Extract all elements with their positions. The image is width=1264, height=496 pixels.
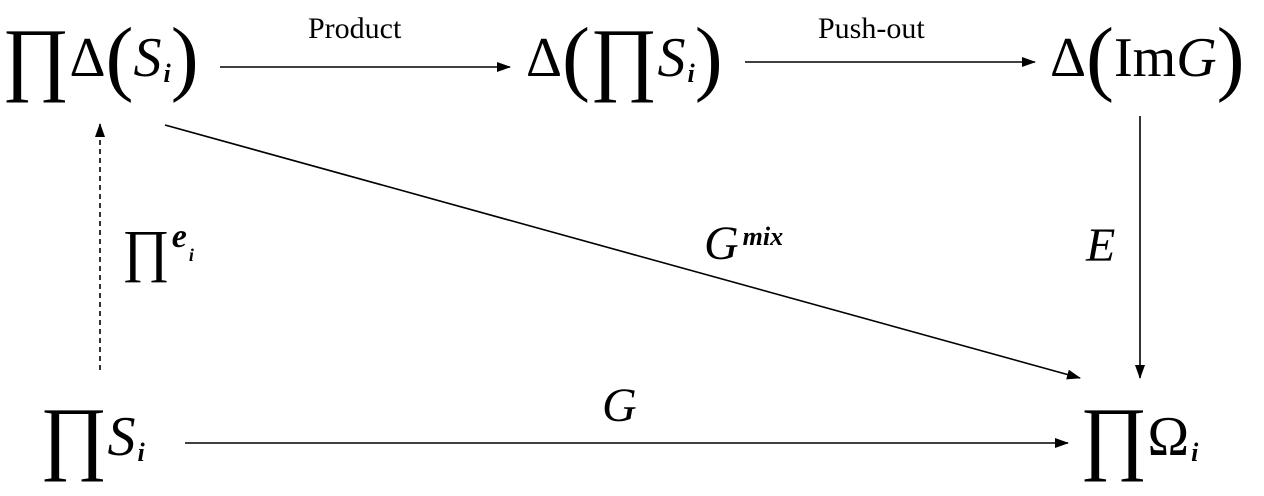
g-mix-superscript: mix xyxy=(742,222,784,251)
g-mix-arrow xyxy=(164,124,1081,380)
set-symbol: S xyxy=(133,27,162,89)
index-symbol: i xyxy=(687,59,695,88)
e-map-label: E xyxy=(1086,219,1116,272)
open-paren: ( xyxy=(105,11,134,104)
delta-symbol: Δ xyxy=(526,27,563,89)
node-top-left: ∏Δ(Si) xyxy=(2,16,199,100)
product-symbol: ∏ xyxy=(122,218,170,283)
node-top-right: Δ(ImG) xyxy=(1050,16,1245,100)
map-symbol: G xyxy=(1176,27,1217,89)
set-symbol: S xyxy=(657,27,686,89)
close-paren: ) xyxy=(170,11,199,104)
delta-symbol: Δ xyxy=(69,27,106,89)
g-map-label: G xyxy=(602,379,637,432)
index-symbol: i xyxy=(163,59,171,88)
set-symbol: S xyxy=(107,406,136,468)
image-operator: Im xyxy=(1114,27,1177,89)
node-bottom-right: ∏Ωi xyxy=(1080,396,1198,478)
product-symbol: ∏ xyxy=(40,391,108,482)
open-paren: ( xyxy=(1086,11,1114,104)
e-index: i xyxy=(188,245,194,265)
g-mix-base: G xyxy=(704,217,739,270)
e-letter: e xyxy=(171,218,187,255)
product-label: Product xyxy=(308,12,402,45)
index-symbol: i xyxy=(1191,438,1199,467)
open-paren: ( xyxy=(562,11,590,104)
product-symbol: ∏ xyxy=(2,12,70,103)
product-symbol: ∏ xyxy=(1080,391,1148,482)
push-out-label: Push-out xyxy=(818,12,925,45)
index-symbol: i xyxy=(137,438,145,467)
delta-symbol: Δ xyxy=(1050,27,1087,89)
close-paren: ) xyxy=(1216,11,1245,104)
product-symbol: ∏ xyxy=(590,12,658,103)
omega-symbol: Ω xyxy=(1147,406,1190,468)
close-paren: ) xyxy=(694,11,723,104)
node-bottom-left: ∏Si xyxy=(40,396,145,478)
node-top-mid: Δ(∏Si) xyxy=(526,16,723,100)
